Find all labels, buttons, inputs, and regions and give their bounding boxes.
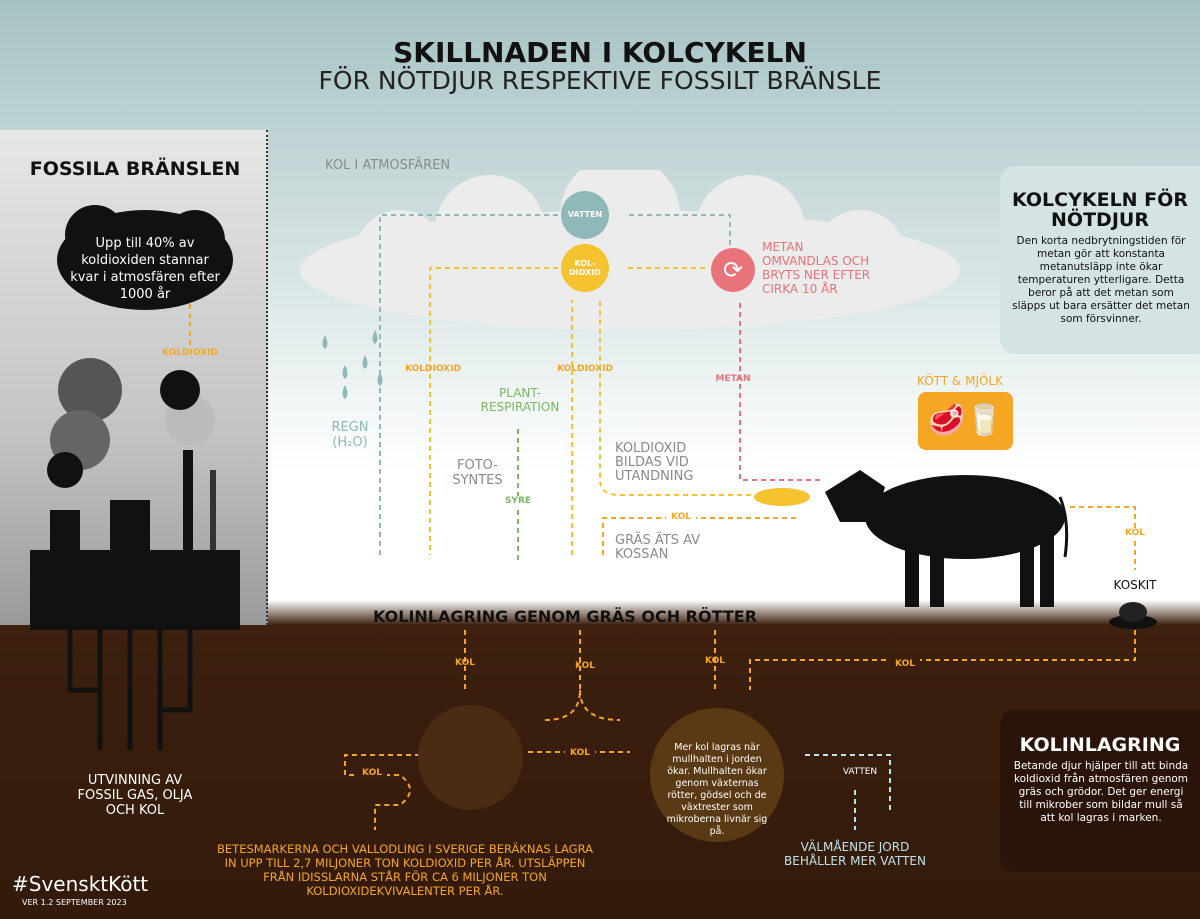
info-box-kolinlagring [1000, 710, 1200, 872]
hashtag: #SvensktKött [12, 872, 149, 896]
koldioxid-circle: KOL- DIOXID [561, 244, 609, 292]
regn-label: REGN (H₂O) [331, 420, 369, 450]
vatten-underground-label: VATTEN [842, 767, 878, 777]
mull-text: Mer kol lagras när mullhalten i jorden ö… [666, 742, 768, 837]
metan-text: METAN OMVANDLAS OCH BRYTS NER EFTER CIRK… [762, 240, 871, 296]
kol-grass-label: KOL [666, 512, 696, 522]
cow [825, 470, 1069, 607]
info-box-kolcykeln [1000, 166, 1200, 354]
breath-puff [754, 488, 810, 506]
jord-text: VÄLMÅENDE JORD BEHÅLLER MER VATTEN [784, 840, 926, 868]
stat-text: BETESMARKERNA OCH VALLODLING I SVERIGE B… [217, 842, 593, 898]
divider [266, 130, 268, 625]
koldioxid-mid-label: KOLDIOXID [557, 364, 613, 374]
extraction-text: UTVINNING AV FOSSIL GAS, OLJA OCH KOL [77, 773, 193, 818]
vatten-circle: VATTEN [561, 191, 609, 239]
kol-label-1: KOL [455, 658, 475, 668]
kolinlagring-heading: KOLINLAGRING [1019, 734, 1181, 756]
manure [1109, 602, 1157, 629]
atmosphere-label: KOL I ATMOSFÄREN [325, 158, 451, 173]
fotosyntes-label: FOTO-SYNTES [452, 458, 503, 488]
version: VER 1.2 SEPTEMBER 2023 [22, 898, 127, 907]
subtitle: FÖR NÖTDJUR RESPEKTIVE FOSSILT BRÄNSLE [318, 66, 882, 95]
plant-respiration-label: PLANT-RESPIRATION [480, 386, 560, 414]
kol-label-3: KOL [705, 656, 725, 666]
kott-mjolk-label: KÖTT & MJÖLK [917, 374, 1003, 388]
gras-ats-label: GRÄS ÄTS AV KOSSAN [615, 533, 701, 562]
kol-label-4: KOL [890, 659, 920, 669]
fossil-bubble-text: Upp till 40% av koldioxiden stannar kvar… [70, 236, 220, 302]
koldioxid-left-label: KOLDIOXID [405, 364, 461, 374]
syre-label: SYRE [500, 496, 536, 506]
kol-label-5: KOL [565, 748, 595, 758]
fossil-koldioxid-label: KOLDIOXID [162, 348, 218, 358]
metan-label: METAN [715, 374, 751, 384]
title: SKILLNADEN I KOLCYKELN [393, 36, 807, 69]
atmosphere-cloud [300, 170, 960, 330]
kol-label-6: KOL [357, 768, 387, 778]
fossil-heading: FOSSILA BRÄNSLEN [29, 158, 241, 180]
koskit-label: KOSKIT [1113, 578, 1157, 592]
metan-cycle-icon: ⟳ [711, 248, 755, 292]
factory [30, 358, 240, 750]
kott-mjolk-bubble: 🥩🥛 [918, 392, 1013, 450]
underground-heading: KOLINLAGRING GENOM GRÄS OCH RÖTTER [372, 607, 758, 626]
kol-label-2: KOL [575, 661, 595, 671]
utandning-label: KOLDIOXID BILDAS VID UTANDNING [615, 441, 694, 484]
kol-cow-label: KOL [1120, 528, 1150, 538]
kolcykeln-text: Den korta nedbrytningstiden för metan gö… [1012, 235, 1190, 325]
kolinlagring-text: Betande djur hjälper till att binda kold… [1013, 760, 1189, 824]
microbe-circle [418, 705, 523, 810]
smoke-cloud [57, 205, 233, 310]
mull-circle [650, 708, 784, 842]
kolcykeln-heading: KOLCYKELN FÖR NÖTDJUR [1012, 189, 1188, 231]
